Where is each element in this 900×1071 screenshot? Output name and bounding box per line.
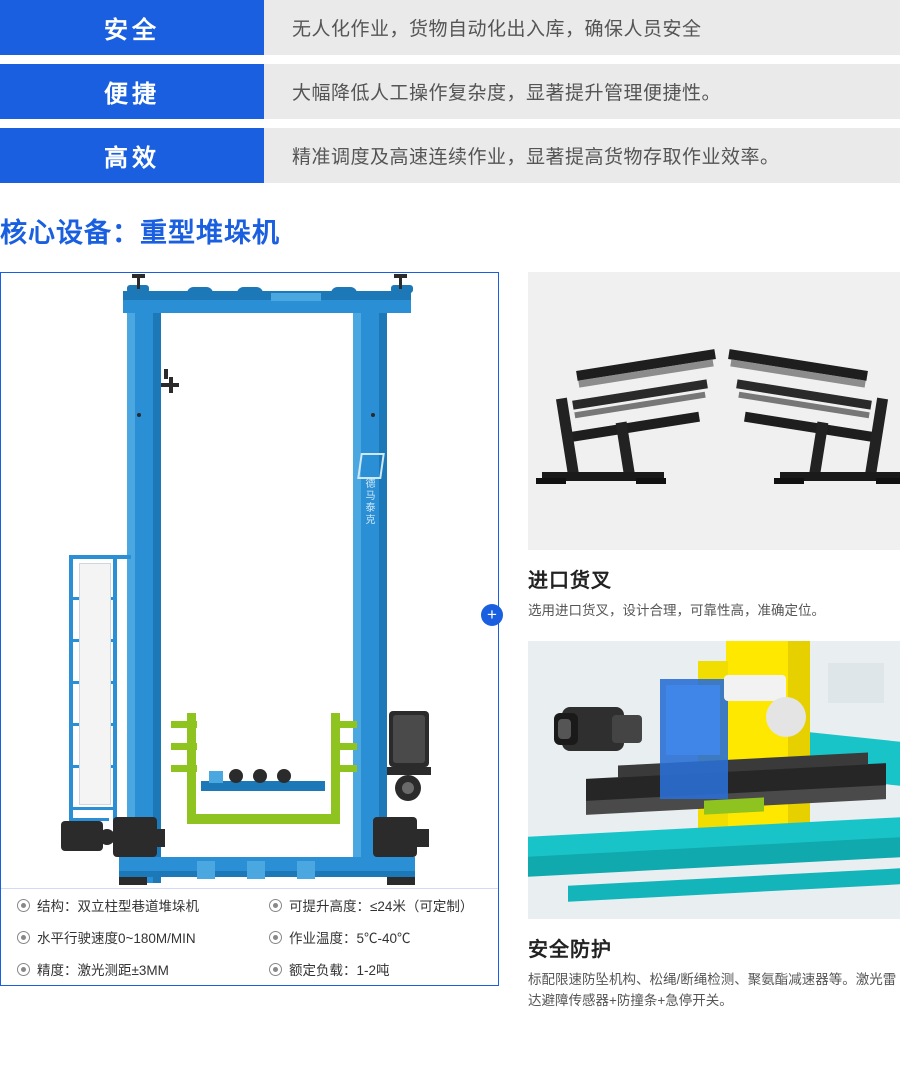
feature-description: 大幅降低人工操作复杂度，显著提升管理便捷性。 [264,64,900,119]
safety-photo [528,640,900,919]
bullet-icon [269,930,282,944]
stacker-crane-panel: 德马泰克 [0,272,499,986]
spec-cell: 可提升高度：≤24米（可定制） [253,895,498,915]
bullet-icon [17,898,30,912]
feature-description: 精准调度及高速连续作业，显著提高货物存取作业效率。 [264,128,900,183]
card-safety-protection: 安全防护 标配限速防坠机构、松绳/断绳检测、聚氨酯减速器等。激光雷达避障传感器+… [528,640,900,1012]
spec-text: 作业温度：5℃-40℃ [289,931,411,946]
spec-cell: 水平行驶速度0~180M/MIN [1,927,253,947]
card-text: 选用进口货叉，设计合理，可靠性高，准确定位。 [528,603,825,618]
fork-photo [528,272,900,550]
card-import-fork: 进口货叉 选用进口货叉，设计合理，可靠性高，准确定位。 [528,272,900,622]
feature-tag: 安全 [0,0,264,55]
bullet-icon [269,898,282,912]
spec-text: 精度：激光测距±3MM [37,963,169,978]
main-content: 德马泰克 [0,272,900,1012]
feature-description: 无人化作业，货物自动化出入库，确保人员安全 [264,0,900,55]
spec-cell: 作业温度：5℃-40℃ [253,927,498,947]
stacker-crane-illustration: 德马泰克 [1,273,498,888]
feature-tag: 便捷 [0,64,264,119]
machine-logo: 德马泰克 [363,478,374,526]
section-title: 核心设备：重型堆垛机 [0,218,280,248]
spec-text: 水平行驶速度0~180M/MIN [37,931,196,946]
spec-cell: 结构：双立柱型巷道堆垛机 [1,895,253,915]
spec-table: 结构：双立柱型巷道堆垛机 可提升高度：≤24米（可定制） 水平行驶速度0~180… [1,888,498,985]
spec-row: 结构：双立柱型巷道堆垛机 可提升高度：≤24米（可定制） [1,889,498,921]
bullet-icon [17,962,30,976]
feature-row: 高效 精准调度及高速连续作业，显著提高货物存取作业效率。 [0,128,900,183]
card-title: 安全防护 [528,938,612,961]
spec-text: 额定负载：1-2吨 [289,963,390,978]
card-title: 进口货叉 [528,570,612,592]
bullet-icon [269,962,282,976]
feature-row: 便捷 大幅降低人工操作复杂度，显著提升管理便捷性。 [0,64,900,119]
bullet-icon [17,930,30,944]
card-text: 标配限速防坠机构、松绳/断绳检测、聚氨酯减速器等。激光雷达避障传感器+防撞条+急… [528,971,897,1008]
feature-row: 安全 无人化作业，货物自动化出入库，确保人员安全 [0,0,900,55]
spec-row: 精度：激光测距±3MM 额定负载：1-2吨 [1,953,498,985]
spec-text: 可提升高度：≤24米（可定制） [289,899,474,914]
feature-tag: 高效 [0,128,264,183]
expand-plus-button[interactable]: + [481,604,503,626]
spec-cell: 精度：激光测距±3MM [1,959,253,979]
spec-cell: 额定负载：1-2吨 [253,959,498,979]
detail-cards: 进口货叉 选用进口货叉，设计合理，可靠性高，准确定位。 [528,272,900,1012]
spec-row: 水平行驶速度0~180M/MIN 作业温度：5℃-40℃ [1,921,498,953]
feature-list: 安全 无人化作业，货物自动化出入库，确保人员安全 便捷 大幅降低人工操作复杂度，… [0,0,900,183]
spec-text: 结构：双立柱型巷道堆垛机 [37,899,199,914]
